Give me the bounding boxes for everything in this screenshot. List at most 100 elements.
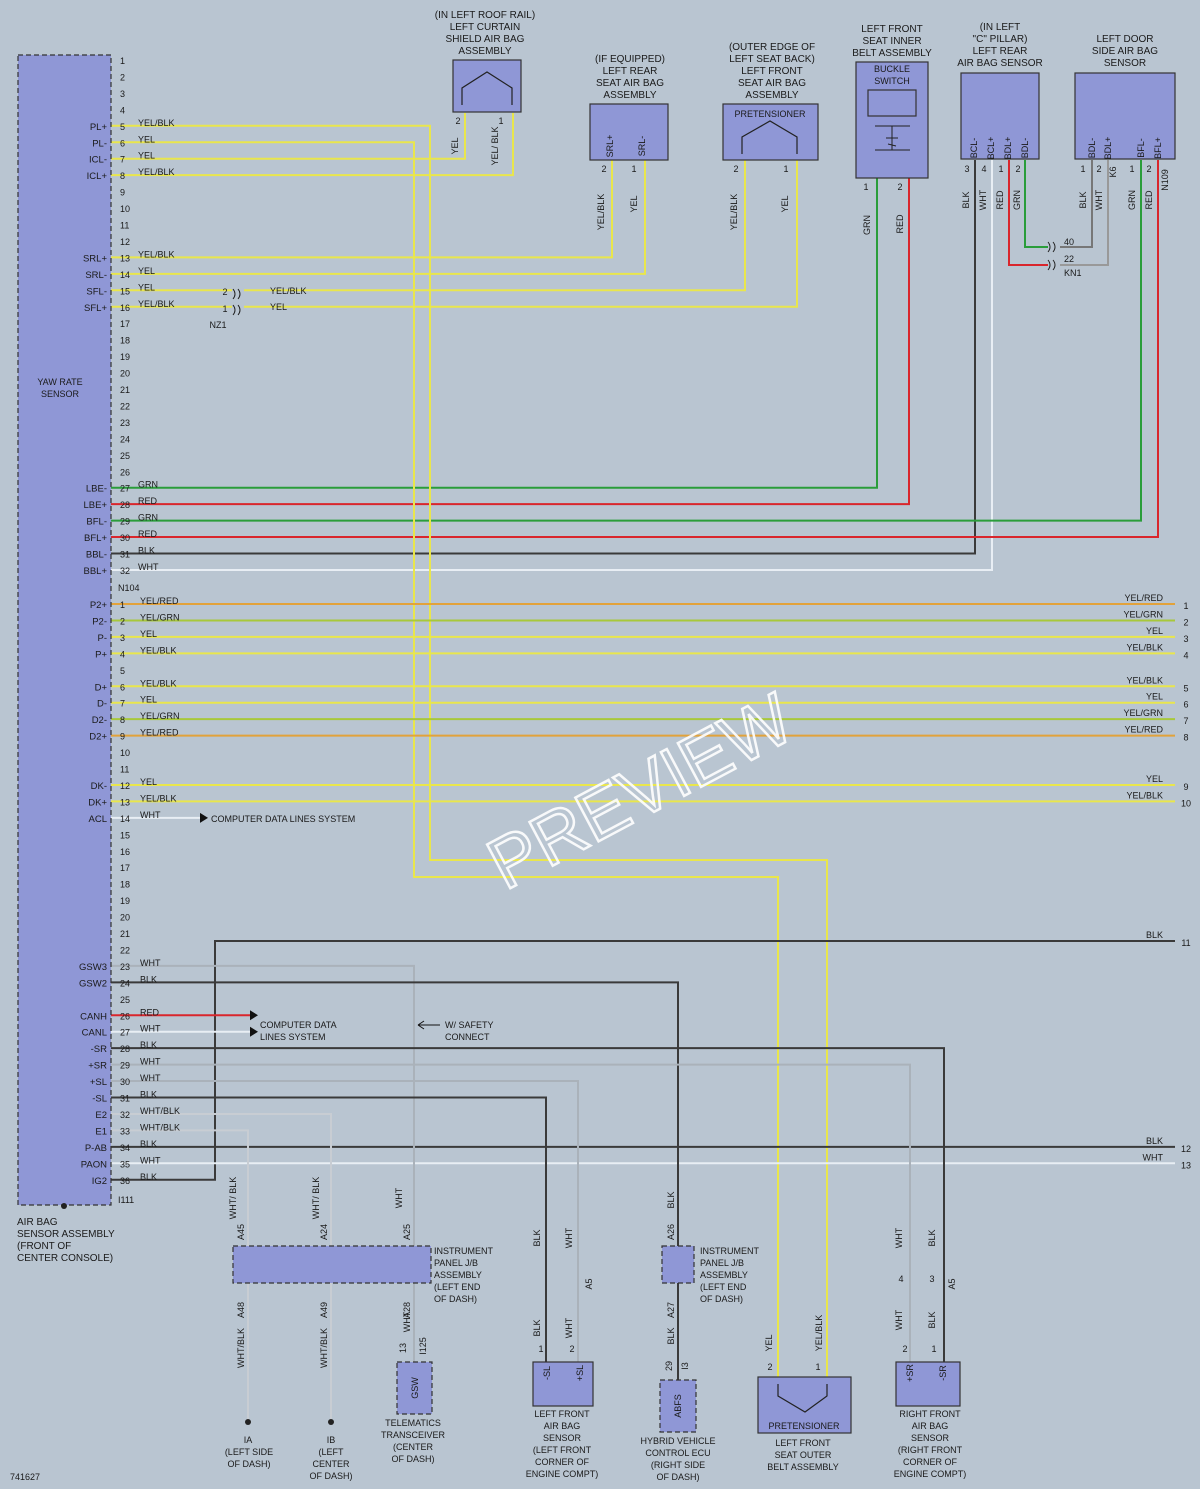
pin-b-wire: BLK [140,1172,157,1182]
pin-b-wire: BLK [140,1090,157,1100]
components-layer [17,54,1176,1434]
kn1-pin22: 22 [1064,254,1074,264]
nz1-pin1: 1 [222,304,227,314]
pin-b-signal: DK+ [88,797,107,808]
pin-b-signal: D2- [92,715,107,726]
pin-b-number: 27 [120,1028,130,1038]
telematics-label: (CENTER [393,1442,433,1452]
lf-wire1-top: BLK [532,1229,542,1246]
safety-arrow [417,1020,440,1030]
outer-belt-pretensioner: PRETENSIONER [768,1421,840,1431]
pin-b-number: 1 [120,600,125,610]
yaw-rate-sensor-label: SENSOR [41,389,80,399]
squib-symbol [461,71,513,105]
pin-b-number: 10 [120,748,130,758]
pin-b-number: 22 [120,945,130,955]
pin-b-signal: -SL [92,1094,107,1105]
lf-sig1: -SL [542,1366,552,1380]
rf-pin1: 2 [902,1344,907,1354]
jb-left-bottom: A49 [319,1302,329,1318]
buckle-label: LEFT FRONT [861,24,922,35]
rf-label: SENSOR [911,1433,950,1443]
front-seat-label: LEFT SEAT BACK) [729,54,815,65]
wire-sfl-plus-b [244,160,798,308]
jb-left-label: INSTRUMENT [434,1246,493,1256]
right-edge-number: 7 [1183,716,1188,726]
door-sig: BDL- [1087,138,1097,159]
jb-right-label: ASSEMBLY [700,1270,748,1280]
door-pin: 1 [1129,164,1134,174]
front-seat-wire2: YEL/BLK [729,194,739,231]
door-wire: RED [1144,190,1154,210]
curtain-air-bag-box [452,59,522,113]
wire-srl-plus [111,160,613,259]
ground-ib-label: OF DASH) [309,1471,352,1481]
pin-b-number: 4 [120,649,125,659]
pin-b-wire: YEL [140,629,157,639]
pin-b-signal: CANH [80,1011,107,1022]
curtain-wire2: YEL [450,137,460,154]
telematics-label: OF DASH) [391,1454,434,1464]
jb-left-wire-top: WHT [394,1187,404,1208]
door-sig: BFL- [1136,138,1146,158]
pin-a-signal: SRL+ [83,253,107,264]
rf-sig1: +SR [905,1364,915,1382]
jb-left-wire-top: WHT/ BLK [311,1177,321,1220]
pin-a-number: 23 [120,418,130,428]
pin-a-number: 9 [120,188,125,198]
pin-b-wire: WHT [140,1024,161,1034]
rear-seat-air-bag-box [589,103,669,161]
buckle-wire1: GRN [862,215,872,235]
lf-label: CORNER OF [535,1457,590,1467]
left-front-sensor-box [532,1361,594,1407]
pin-a-number: 15 [120,286,130,296]
nz1-name: NZ1 [209,320,226,330]
rf-wire2: BLK [927,1311,937,1328]
ground-ia-name: IA [244,1435,253,1445]
wire-bdl-plus-b [1060,160,1109,266]
buckle-circuit [875,125,910,151]
pin-b-number: 14 [120,814,130,824]
pin-b-number: 9 [120,732,125,742]
connector-n104: N104 [118,583,140,593]
right-edge-wire: YEL/GRN [1123,708,1163,718]
pin-a-signal: BBL- [86,550,107,561]
pin-b-number: 24 [120,978,130,988]
pin-b-number: 2 [120,616,125,626]
jb-right-label: (LEFT END [700,1282,747,1292]
pin-a-signal: SRL- [85,270,107,281]
pin-b-number: 16 [120,847,130,857]
outer-belt-label: BELT ASSEMBLY [767,1462,839,1472]
front-seat-label: SEAT AIR BAG [738,78,806,89]
hv-ecu-label: CONTROL ECU [645,1448,710,1458]
pin-b-wire: WHT [140,1073,161,1083]
wire-minus-sr [111,1047,945,1362]
pin-a-wire: YEL [138,282,155,292]
buckle-switch-label: SWITCH [874,76,910,86]
pin-a-number: 11 [120,221,129,231]
door-k6: K6 [1108,166,1118,177]
right-edge-wire: YEL [1146,626,1163,636]
right-edge-wire: YEL/RED [1124,725,1163,735]
lf-conn: A5 [584,1278,594,1289]
jb-right-label: INSTRUMENT [700,1246,759,1256]
telematics-box [396,1361,433,1415]
jb-left-wire-bottom: WHT/BLK [236,1328,246,1368]
pin-b-signal: P+ [95,649,107,660]
rear-seat-pin1: 1 [631,164,636,174]
rear-seat-pin2: 2 [601,164,606,174]
lf-sig2: +SL [575,1365,585,1381]
pin-b-number: 8 [120,715,125,725]
lf-label: ENGINE COMPT) [526,1469,599,1479]
nz1-connector-symbol [232,288,241,316]
pin-b-number: 19 [120,896,130,906]
pin-a-wire: YEL [138,134,155,144]
lf-label: SENSOR [543,1433,582,1443]
pin-b-signal: CANL [82,1028,107,1039]
jb-left-label: PANEL J/B [434,1258,478,1268]
pin-b-wire: YEL/RED [140,596,179,606]
buckle-label: SEAT INNER [862,36,921,47]
rear-seat-label: SEAT AIR BAG [596,78,664,89]
buckle-switch-label: BUCKLE [874,64,910,74]
pin-a-signal: BFL- [86,517,107,528]
